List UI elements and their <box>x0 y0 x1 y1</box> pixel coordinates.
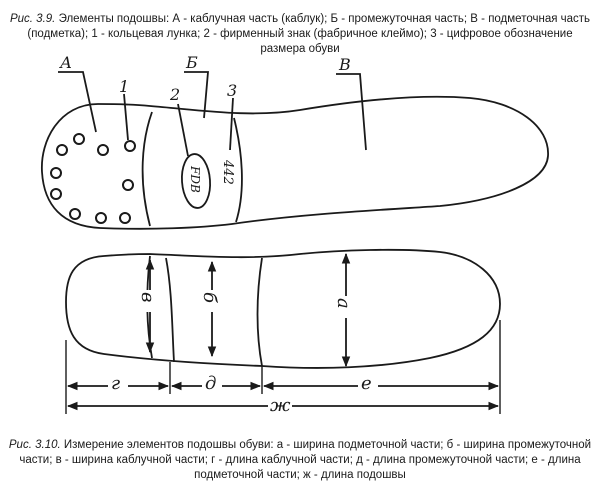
brand-mark-text: FDB <box>188 165 202 193</box>
leader-a <box>58 71 97 133</box>
label-v: В <box>338 55 351 74</box>
leader-3 <box>229 97 234 151</box>
label-b: Б <box>185 53 198 72</box>
size-mark-text: 442 <box>220 159 235 185</box>
shank-line <box>233 117 243 223</box>
caption-text: Измерение элементов подошвы обуви: а - ш… <box>19 439 592 481</box>
caption-text: Элементы подошвы: А - каблучная часть (к… <box>27 13 591 55</box>
label-3: 3 <box>227 81 237 100</box>
caption-fig-number: Рис. 3.10. <box>8 439 61 451</box>
caption-fig-number: Рис. 3.9. <box>9 13 56 25</box>
brand-mark-oval <box>181 153 211 209</box>
sole-outline-top <box>41 95 549 230</box>
caption-fig-3-9: Рис. 3.9. Элементы подошвы: А - каблучна… <box>4 12 596 57</box>
shank-line-bottom-2 <box>256 257 263 367</box>
leader-b <box>184 71 209 119</box>
figure-labels-top: А 1 Б 2 3 В FDB 442 <box>59 53 351 193</box>
dim-label-zh: ж <box>270 395 291 416</box>
label-a: А <box>59 53 72 72</box>
dim-label-a: а <box>333 298 354 309</box>
heel-breast-line <box>141 111 153 227</box>
dim-label-b: б <box>199 292 220 304</box>
label-1: 1 <box>119 77 129 96</box>
dim-label-g: г <box>111 373 120 394</box>
dim-label-d: д <box>205 373 216 394</box>
dim-label-v: в <box>137 292 158 302</box>
figure-labels-bottom: в б а г д е ж <box>108 290 378 416</box>
caption-fig-3-10: Рис. 3.10. Измерение элементов подошвы о… <box>4 438 596 483</box>
figure-sole-elements <box>41 71 549 230</box>
leader-v <box>336 73 367 151</box>
label-2: 2 <box>169 85 180 104</box>
sole-outline-bottom <box>65 248 501 369</box>
dim-label-e: е <box>361 373 372 394</box>
heel-holes <box>50 133 136 224</box>
leader-2 <box>177 103 189 157</box>
leader-1 <box>123 93 129 141</box>
figure-sole-measurement <box>65 248 501 414</box>
shank-line-bottom <box>165 257 175 363</box>
